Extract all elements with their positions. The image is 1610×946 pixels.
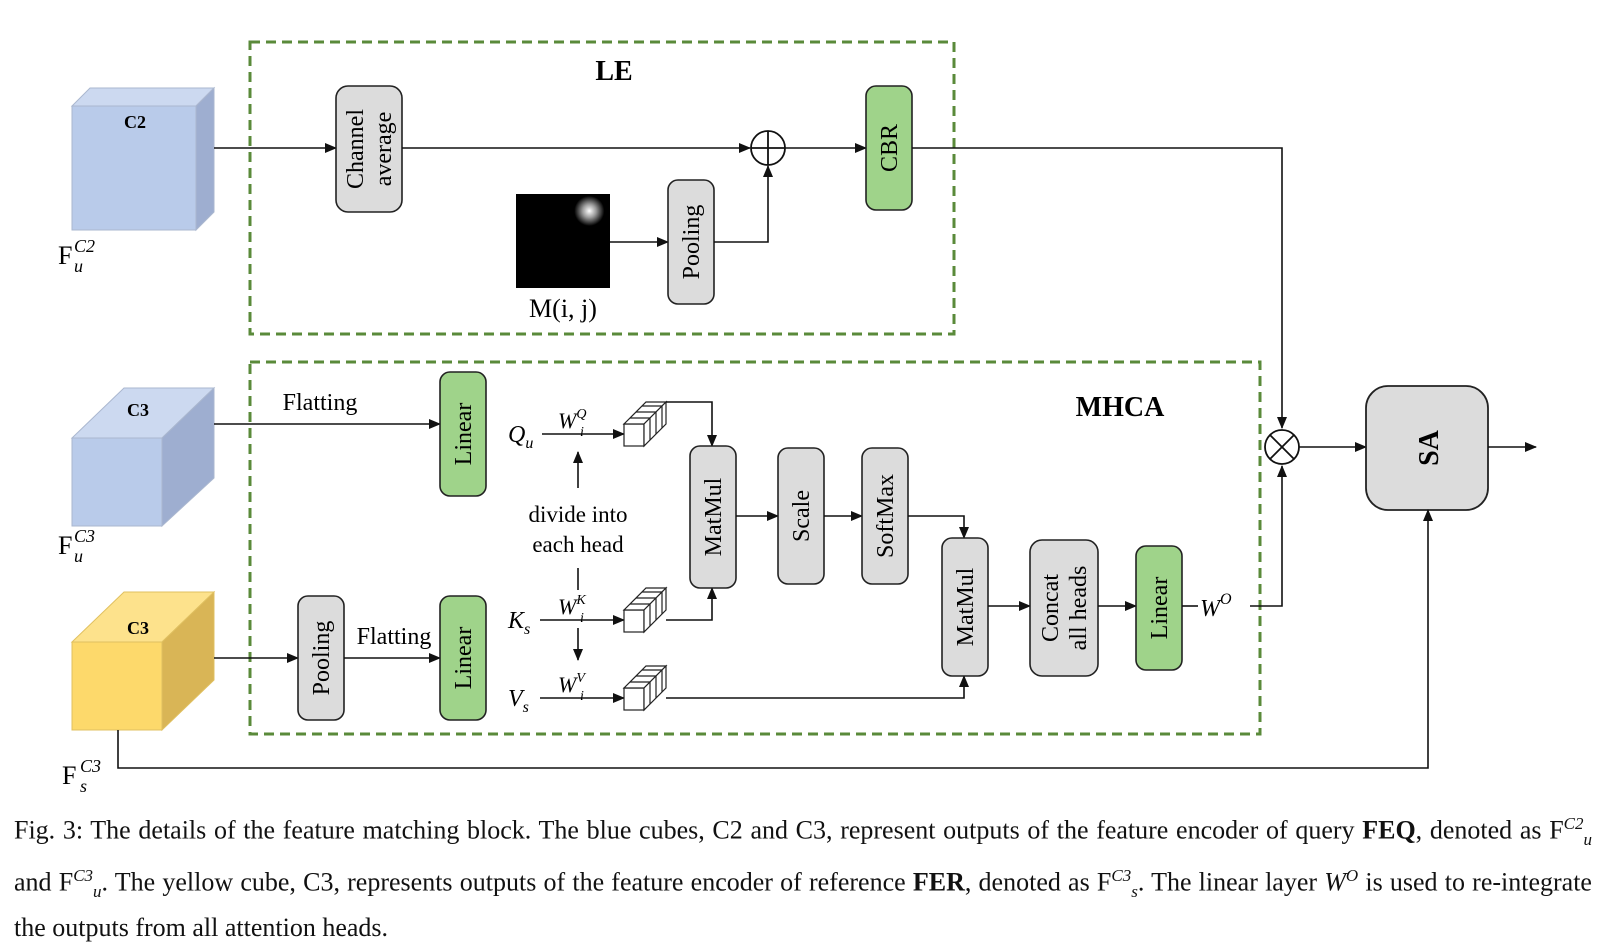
linear-q-block <box>439 371 487 497</box>
caption-part-3: and <box>14 867 59 897</box>
svg-text:F: F <box>62 761 76 790</box>
le-title: LE <box>595 56 632 87</box>
wk-sub: i <box>580 611 584 626</box>
caption-fu-c3-sup: C3 <box>73 865 94 885</box>
svg-text:CBR: CBR <box>877 124 903 172</box>
cube-c3-query: C3 <box>70 386 216 528</box>
channel-average-line2: average <box>371 112 397 187</box>
caption-part-5: , denoted as <box>964 867 1097 897</box>
channel-average-line1: Channel <box>343 109 369 189</box>
v-head-stack-icon <box>622 664 668 712</box>
caption-part-7: is used to re-integrate the outputs from… <box>14 867 1592 942</box>
svg-text:C2: C2 <box>74 236 95 256</box>
matmul-2-label: MatMul <box>953 567 979 646</box>
caption-wo-sup: O <box>1345 865 1359 885</box>
svg-text:average: average <box>371 112 397 187</box>
svg-text:C3: C3 <box>74 526 95 546</box>
svg-text:SoftMax: SoftMax <box>873 474 899 558</box>
svg-text:Scale: Scale <box>789 490 815 542</box>
figure-caption: Fig. 3: The details of the feature match… <box>14 814 1593 942</box>
caption-fu-c2-sup: C2 <box>1563 814 1584 833</box>
wv-sub: i <box>580 689 584 704</box>
f-u-c3-symbol: F C3 u <box>58 526 95 566</box>
svg-text:u: u <box>74 256 83 276</box>
svg-text:Channel: Channel <box>343 109 369 189</box>
add-operator-icon <box>750 130 786 166</box>
svg-text:MatMul: MatMul <box>953 567 979 646</box>
svg-text:all heads: all heads <box>1066 566 1092 651</box>
mask-map-label: M(i, j) <box>529 294 597 323</box>
svg-text:Linear: Linear <box>451 403 477 466</box>
linear-out-label: Linear <box>1147 577 1173 640</box>
svg-text:Concat: Concat <box>1038 574 1064 642</box>
cube-c3-query-label: C3 <box>127 400 149 420</box>
divide-label-line1: divide into <box>528 502 627 527</box>
matmul-block-2 <box>941 537 989 677</box>
caption-fu-c3-sub: u <box>93 881 102 901</box>
linear-kv-label: Linear <box>451 627 477 690</box>
svg-text:MatMul: MatMul <box>701 477 727 556</box>
svg-text:u: u <box>74 546 83 566</box>
svg-text:Pooling: Pooling <box>679 205 705 280</box>
caption-wo: W <box>1324 867 1346 897</box>
qu-label: Qu <box>508 422 533 452</box>
pooling-mhca-label: Pooling <box>309 621 335 696</box>
svg-text:s: s <box>80 776 87 796</box>
flatting-bottom-label: Flatting <box>357 624 432 650</box>
caption-part-2: , denoted as <box>1415 815 1550 845</box>
cube-c3-reference-label: C3 <box>127 618 149 638</box>
wk-label: WK <box>558 593 586 619</box>
f-u-c2-symbol: F C2 u <box>58 236 95 276</box>
wq-sub: i <box>580 425 584 440</box>
svg-text:C3: C3 <box>80 756 101 776</box>
caption-fu-c2-sub: u <box>1583 829 1593 849</box>
concat-block <box>1029 539 1099 677</box>
channel-average-block <box>335 85 403 213</box>
caption-part-6: . The linear layer <box>1137 867 1325 897</box>
svg-text:F: F <box>58 531 72 560</box>
caption-feq: FEQ <box>1362 815 1416 845</box>
svg-text:F: F <box>58 241 72 270</box>
svg-text:Pooling: Pooling <box>309 621 335 696</box>
ks-label: Ks <box>507 608 530 638</box>
caption-fs-c3-sub: s <box>1131 881 1138 901</box>
caption-fs-c3-sup: C3 <box>1111 865 1132 885</box>
flatting-top-label: Flatting <box>283 390 358 416</box>
caption-part-1: Fig. 3: The details of the feature match… <box>14 815 1363 845</box>
linear-out-block <box>1135 545 1183 671</box>
matmul-block-1 <box>689 445 737 589</box>
concat-line2: all heads <box>1066 566 1092 651</box>
caption-fer: FER <box>912 867 965 897</box>
linear-q-label: Linear <box>451 403 477 466</box>
cbr-label: CBR <box>877 124 903 172</box>
wo-label: WO <box>1200 591 1232 622</box>
k-head-stack-icon <box>622 586 668 634</box>
divide-label-line2: each head <box>532 532 624 557</box>
multiply-operator-icon <box>1264 429 1300 465</box>
wq-label: WQ <box>558 407 586 433</box>
sa-label: SA <box>1414 429 1445 466</box>
cube-c2-label: C2 <box>124 112 146 132</box>
mask-map-image <box>516 194 610 288</box>
scale-label: Scale <box>789 490 815 542</box>
svg-text:Linear: Linear <box>1147 577 1173 640</box>
svg-text:Linear: Linear <box>451 627 477 690</box>
caption-part-4: . The yellow cube, C3, represents output… <box>101 867 913 897</box>
vs-label: Vs <box>508 686 529 716</box>
cube-c2: C2 <box>70 86 216 232</box>
feature-matching-diagram: LE MHCA C2 C3 C3 F C2 u F C3 u F C3 s Ch… <box>58 40 1537 796</box>
le-container <box>248 40 956 336</box>
mhca-container <box>248 360 1262 736</box>
mhca-title: MHCA <box>1076 392 1165 423</box>
matmul-1-label: MatMul <box>701 477 727 556</box>
wv-label: WV <box>558 671 586 697</box>
cube-c3-reference: C3 <box>70 590 216 732</box>
f-s-c3-symbol: F C3 s <box>62 756 101 796</box>
svg-text:SA: SA <box>1414 429 1445 466</box>
q-head-stack-icon <box>622 400 668 448</box>
concat-line1: Concat <box>1038 574 1064 642</box>
softmax-label: SoftMax <box>873 474 899 558</box>
linear-kv-block <box>439 595 487 721</box>
pooling-le-label: Pooling <box>679 205 705 280</box>
